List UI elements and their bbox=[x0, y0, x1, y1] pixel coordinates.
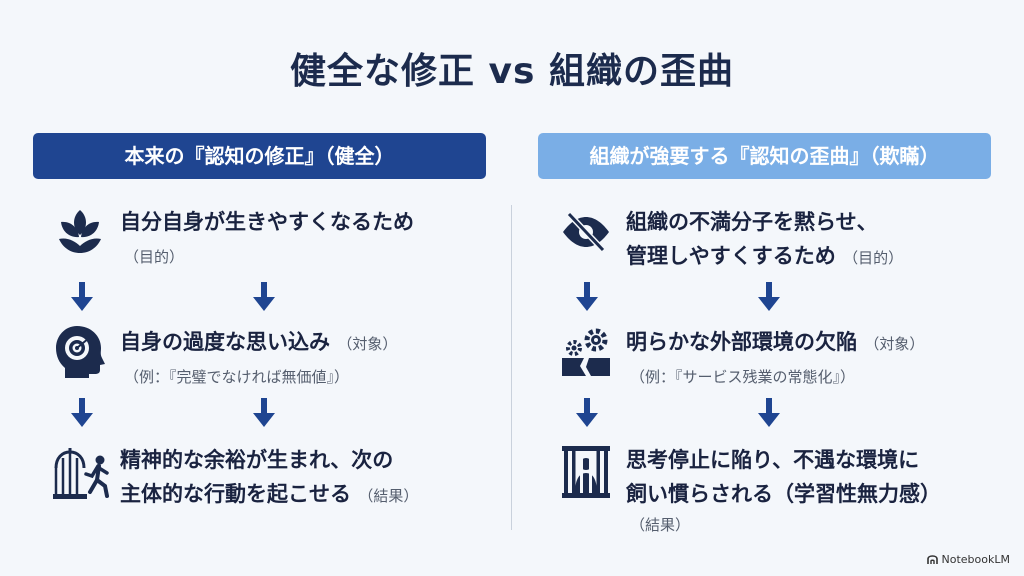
down-arrow-icon bbox=[71, 282, 93, 311]
right-row3-main-line2: 飼い慣らされる（学習性無力感） bbox=[626, 482, 941, 506]
jail-bars-icon bbox=[562, 446, 610, 498]
left-row2-main: 自身の過度な思い込み （対象） bbox=[120, 330, 398, 354]
left-row1-main: 自分自身が生きやすくなるため bbox=[120, 210, 414, 234]
down-arrow-icon bbox=[71, 398, 93, 427]
broken-gears-icon bbox=[562, 328, 610, 376]
right-row1-main-line2: 管理しやすくするため （目的） bbox=[626, 244, 904, 268]
open-cage-escape-icon bbox=[53, 448, 109, 499]
right-row2-example: （例：『サービス残業の常態化』） bbox=[630, 368, 856, 386]
right-row1-main-line1: 組織の不満分子を黙らせ、 bbox=[626, 210, 878, 234]
down-arrow-icon bbox=[576, 282, 598, 311]
head-target-icon bbox=[56, 326, 105, 378]
down-arrow-icon bbox=[758, 282, 780, 311]
brand-label: NotebookLM bbox=[941, 553, 1010, 566]
right-header-banner: 組織が強要する『認知の歪曲』（欺瞞） bbox=[538, 133, 991, 179]
left-row2-tag: （対象） bbox=[337, 335, 398, 353]
left-row3-main-line2: 主体的な行動を起こせる （結果） bbox=[120, 482, 419, 506]
notebooklm-logo-icon bbox=[927, 555, 938, 564]
center-divider bbox=[511, 205, 512, 530]
right-row3-tag: （結果） bbox=[630, 516, 691, 534]
left-row2-example: （例：『完璧でなければ無価値』） bbox=[124, 368, 350, 386]
down-arrow-icon bbox=[253, 398, 275, 427]
down-arrow-icon bbox=[253, 282, 275, 311]
lotus-icon bbox=[59, 210, 101, 253]
right-row2-main: 明らかな外部環境の欠陥 （対象） bbox=[626, 330, 925, 354]
left-row3-main-line1: 精神的な余裕が生まれ、次の bbox=[120, 448, 394, 472]
left-row1-tag: （目的） bbox=[124, 248, 185, 266]
notebooklm-brand: NotebookLM bbox=[927, 553, 1010, 566]
page-title: 健全な修正 vs 組織の歪曲 bbox=[290, 51, 734, 92]
down-arrow-icon bbox=[576, 398, 598, 427]
left-row3-tag: （結果） bbox=[358, 487, 419, 505]
down-arrow-icon bbox=[758, 398, 780, 427]
left-header-banner: 本来の『認知の修正』（健全） bbox=[33, 133, 486, 179]
right-row2-tag: （対象） bbox=[864, 335, 925, 353]
right-row3-main-line1: 思考停止に陥り、不遇な環境に bbox=[626, 448, 920, 472]
eye-slash-icon bbox=[563, 212, 609, 252]
right-row1-tag: （目的） bbox=[843, 249, 904, 267]
